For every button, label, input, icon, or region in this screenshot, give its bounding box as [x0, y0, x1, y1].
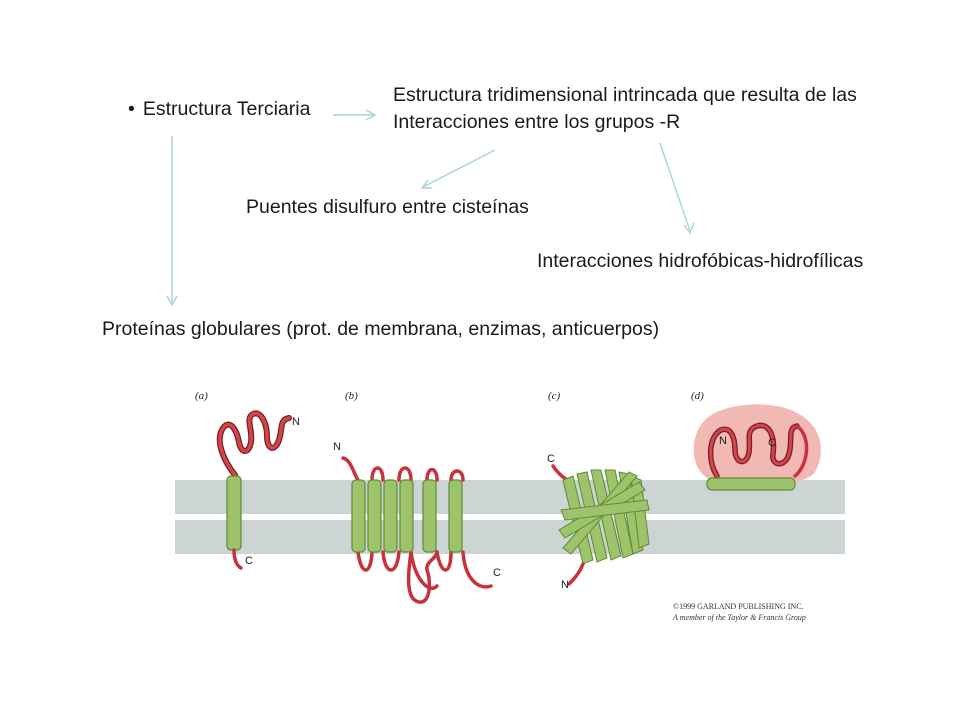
topic-bullet-item: • Estructura Terciaria — [128, 96, 310, 123]
panel-d-n-terminus: N — [719, 435, 727, 447]
panel-b-n-terminus: N — [333, 441, 341, 453]
topic-text: Estructura Terciaria — [142, 98, 311, 120]
globular-proteins-text: Proteínas globulares (prot. de membrana,… — [102, 318, 660, 340]
panel-c-c-terminus: C — [547, 453, 555, 465]
definition-line-1: Estructura tridimensional intrincada que… — [393, 84, 857, 106]
arrow-topic-to-definition — [333, 109, 377, 121]
panel-a-c-terminus: C — [245, 555, 253, 567]
hydrophobic-interactions-text: Interacciones hidrofóbicas-hidrofílicas — [537, 250, 864, 272]
arrow-definition-to-disulfide — [420, 149, 496, 189]
copyright-credit-line-2: A member of the Taylor & Francis Group — [672, 613, 806, 622]
copyright-credit-line-1: ©1999 GARLAND PUBLISHING INC. — [673, 602, 804, 611]
panel-a-n-terminus: N — [292, 416, 300, 428]
panel-c-label: (c) — [548, 390, 561, 402]
panel-d-c-terminus: C — [768, 437, 776, 449]
membrane-inner-layer — [175, 520, 845, 554]
panel-c-n-terminus: N — [561, 579, 569, 591]
panel-d-soluble-domain — [693, 404, 821, 487]
panel-b-label: (b) — [345, 390, 358, 402]
panel-b-c-terminus: C — [493, 567, 501, 579]
definition-text: Estructura tridimensional intrincada que… — [393, 82, 857, 136]
arrow-topic-to-globular — [166, 136, 178, 307]
panel-a-label: (a) — [195, 390, 208, 402]
panel-d: (d) N C — [691, 390, 821, 491]
panel-d-label: (d) — [691, 390, 704, 402]
arrow-definition-to-hydrophobic — [659, 142, 695, 235]
panel-b: (b) N C — [333, 390, 501, 604]
definition-line-2: Interacciones entre los grupos -R — [393, 111, 681, 133]
panel-a: (a) N C — [195, 390, 300, 570]
panel-c: (c) C N — [547, 390, 650, 591]
bullet-marker: • — [128, 98, 135, 120]
disulfide-bridges-text: Puentes disulfuro entre cisteínas — [246, 196, 529, 218]
membrane-proteins-figure: (a) N C (b) N C (c) — [175, 390, 845, 622]
